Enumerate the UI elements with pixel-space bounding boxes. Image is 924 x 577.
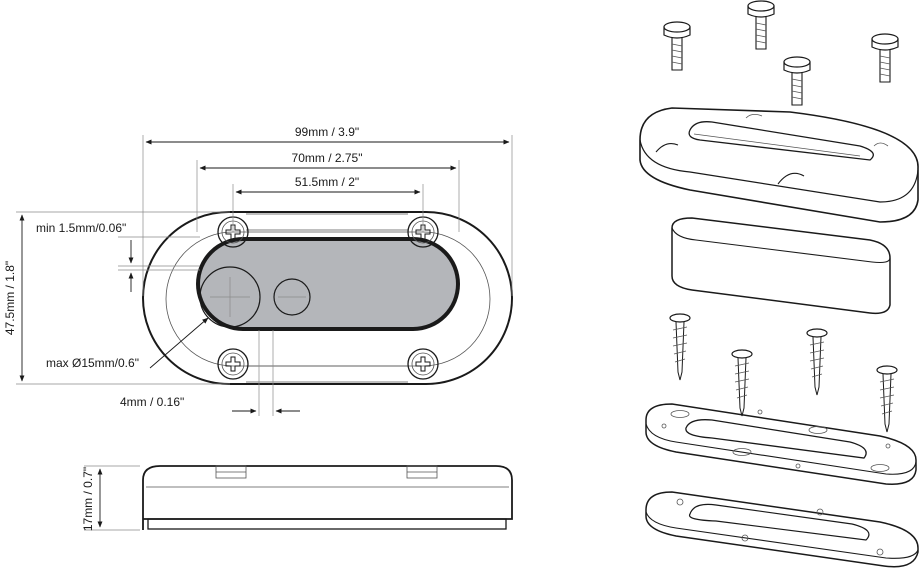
wood-screw-2 [731, 349, 753, 417]
cable-slot-floor [200, 241, 456, 327]
top-view [142, 211, 513, 385]
dim-overall-length: 99mm / 3.9" [295, 125, 359, 139]
dim-min-gap: min 1.5mm/0.06" [36, 221, 126, 235]
machine-screw-2 [747, 0, 775, 50]
top-housing [639, 107, 919, 223]
dim-height: 47.5mm / 1.8" [3, 261, 17, 335]
dimension-labels: 99mm / 3.9" 70mm / 2.75" 51.5mm / 2" min… [3, 125, 362, 531]
dim-slot-length: 51.5mm / 2" [295, 175, 359, 189]
housing-outline [142, 211, 513, 385]
max-diameter-hole [199, 266, 261, 328]
min-hole [273, 278, 311, 316]
base-plate [645, 403, 917, 485]
side-view [142, 465, 513, 530]
wood-screw-4 [876, 365, 898, 433]
insert-block [671, 217, 891, 315]
dim-screw-spacing: 70mm / 2.75" [292, 151, 363, 165]
machine-screw-3 [783, 56, 811, 106]
dim-thickness: 17mm / 0.7" [81, 467, 95, 531]
exploded-view [639, 0, 919, 568]
screw-bottom-left [217, 348, 249, 380]
dimension-lines [16, 135, 513, 531]
bottom-gasket [645, 491, 919, 568]
wood-screw-3 [806, 328, 828, 396]
machine-screw-4 [871, 33, 899, 83]
dim-max-diameter: max Ø15mm/0.6" [46, 356, 139, 370]
dim-offset: 4mm / 0.16" [120, 395, 184, 409]
screw-bottom-right [407, 348, 439, 380]
wood-screw-1 [669, 313, 691, 381]
machine-screw-1 [663, 21, 691, 71]
